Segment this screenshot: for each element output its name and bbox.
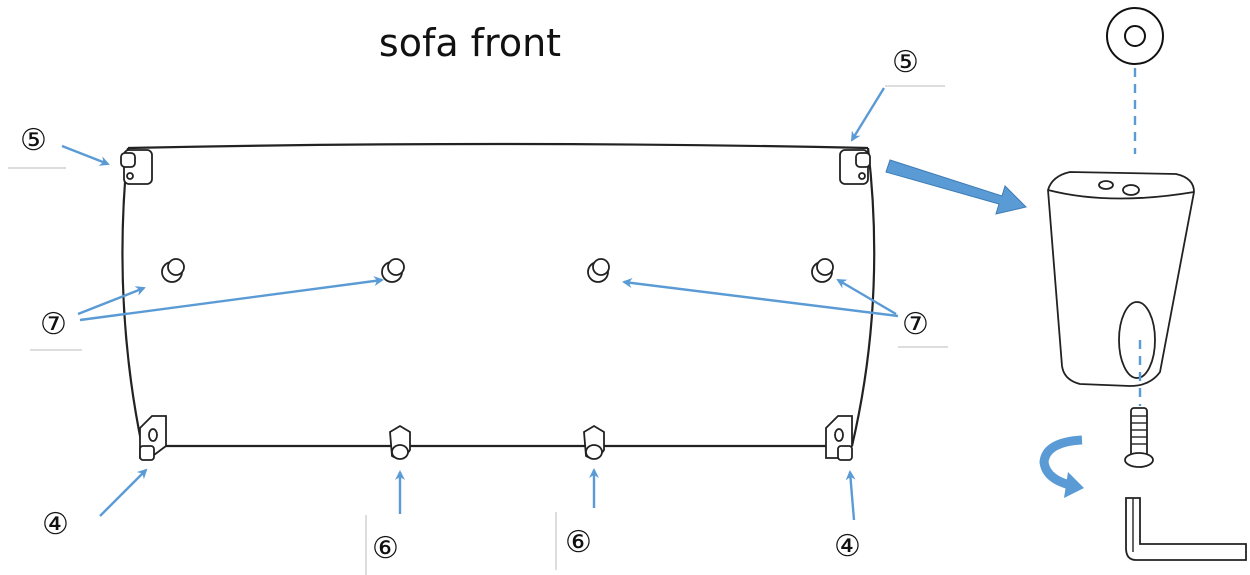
callout-5-left: ⑤ (20, 123, 47, 158)
leg-bolt-icon (1124, 407, 1154, 468)
dowel-6-right (583, 424, 605, 460)
callout-4-left: ④ (42, 507, 69, 542)
leader-arrows (61, 87, 899, 521)
callout-6-left: ⑥ (372, 531, 399, 566)
callout-7-left: ⑦ (40, 307, 67, 342)
bolt-7-a (161, 258, 185, 283)
callout-7-right: ⑦ (902, 307, 929, 342)
dowel-6-left (389, 424, 411, 460)
diagram-title: sofa front (379, 21, 561, 65)
sofa-front-panel (121, 142, 876, 448)
rotate-arrow-icon (1039, 435, 1084, 498)
allen-key-icon (1125, 497, 1247, 561)
bolt-7-d (811, 258, 834, 283)
callout-6-right: ⑥ (565, 525, 592, 560)
corner-bracket-top-left (120, 149, 153, 185)
callout-5-right: ⑤ (892, 45, 919, 80)
bolt-7-c (587, 258, 610, 283)
callout-4-right: ④ (834, 529, 861, 564)
bolt-7-b (381, 258, 405, 283)
corner-bracket-bottom-left (139, 415, 167, 461)
corner-bracket-top-right (839, 149, 871, 185)
detail-pointer-arrow (885, 159, 1027, 215)
corner-bracket-bottom-right (825, 415, 853, 461)
washer-icon (1106, 7, 1164, 65)
sofa-leg (1047, 171, 1195, 387)
